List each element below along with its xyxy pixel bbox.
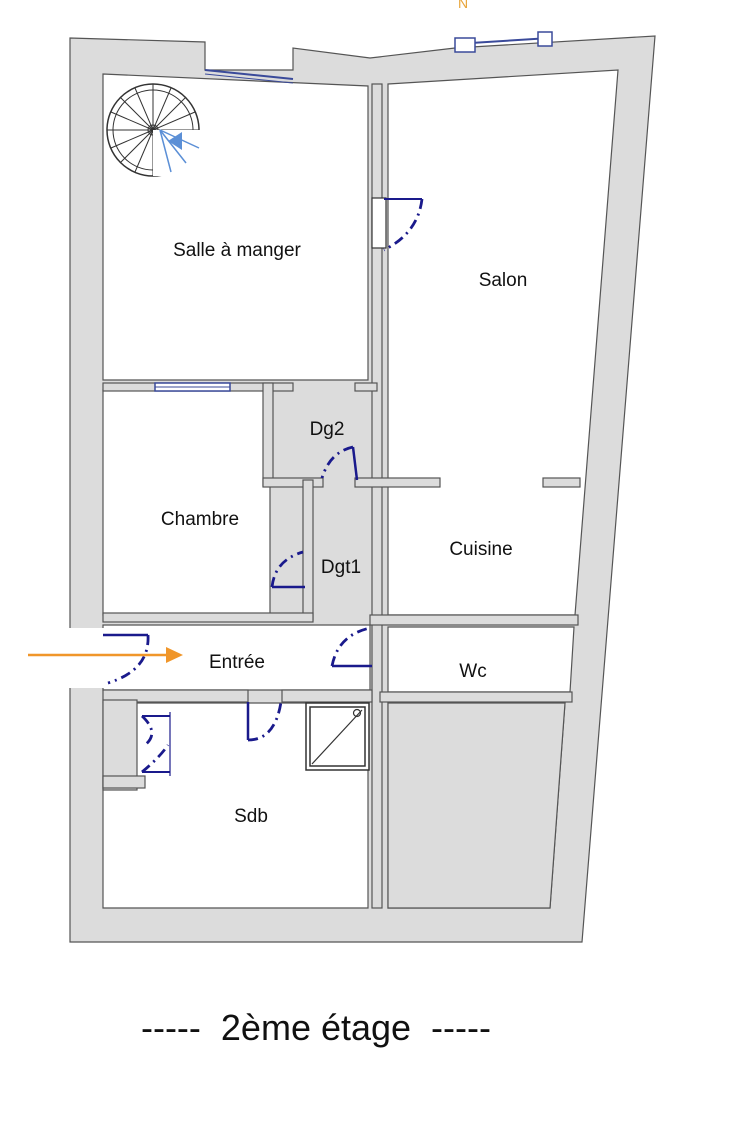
spiral-staircase-icon — [106, 83, 200, 177]
wall-wc-top — [369, 614, 579, 626]
shower-tray-icon — [305, 702, 370, 771]
room-label-wc: Wc — [459, 661, 486, 682]
floor-caption: ----- 2ème étage ----- — [141, 1007, 491, 1048]
wall-dgt1-left — [302, 479, 314, 621]
door-sdb-closet — [141, 712, 171, 776]
room-label-dgt1: Dgt1 — [321, 557, 361, 578]
door-sdb — [246, 701, 283, 742]
door-salon — [371, 197, 424, 252]
entrance-opening — [68, 628, 104, 688]
window-chambre — [154, 382, 231, 392]
wall-cuisine-top-right — [542, 477, 581, 488]
entry-arrow-icon — [28, 647, 183, 663]
wall-wc-bottom — [379, 691, 573, 703]
wall-sdb-closet — [102, 699, 138, 791]
compass-north-icon: N — [458, 0, 468, 11]
wall-dg2-left — [262, 382, 274, 487]
door-entree — [103, 633, 150, 685]
wall-sdb-top-left — [102, 689, 249, 703]
wall-cuisine-top — [354, 477, 441, 488]
window-salon — [454, 31, 553, 53]
door-chambre — [270, 550, 305, 589]
room-label-sdb: Sdb — [234, 806, 268, 827]
wall-chambre-bottom — [102, 612, 314, 623]
central-partition-wall — [371, 83, 383, 909]
wall-dg2-bottom — [262, 477, 324, 488]
room-label-entree: Entrée — [209, 652, 265, 673]
wall-dg2-right-stub — [354, 382, 378, 392]
wall-sdb-closet-bottom — [102, 775, 146, 789]
door-wc — [330, 626, 372, 668]
door-dg2 — [320, 445, 359, 481]
unused-area — [387, 702, 566, 909]
wall-sdb-top-right — [281, 689, 373, 703]
room-label-salon: Salon — [479, 270, 528, 291]
room-label-dg2: Dg2 — [310, 419, 345, 440]
room-label-cuisine: Cuisine — [449, 539, 512, 560]
room-label-chambre: Chambre — [161, 509, 239, 530]
window-dining — [204, 69, 294, 84]
room-label-salle-a-manger: Salle à manger — [173, 240, 301, 261]
